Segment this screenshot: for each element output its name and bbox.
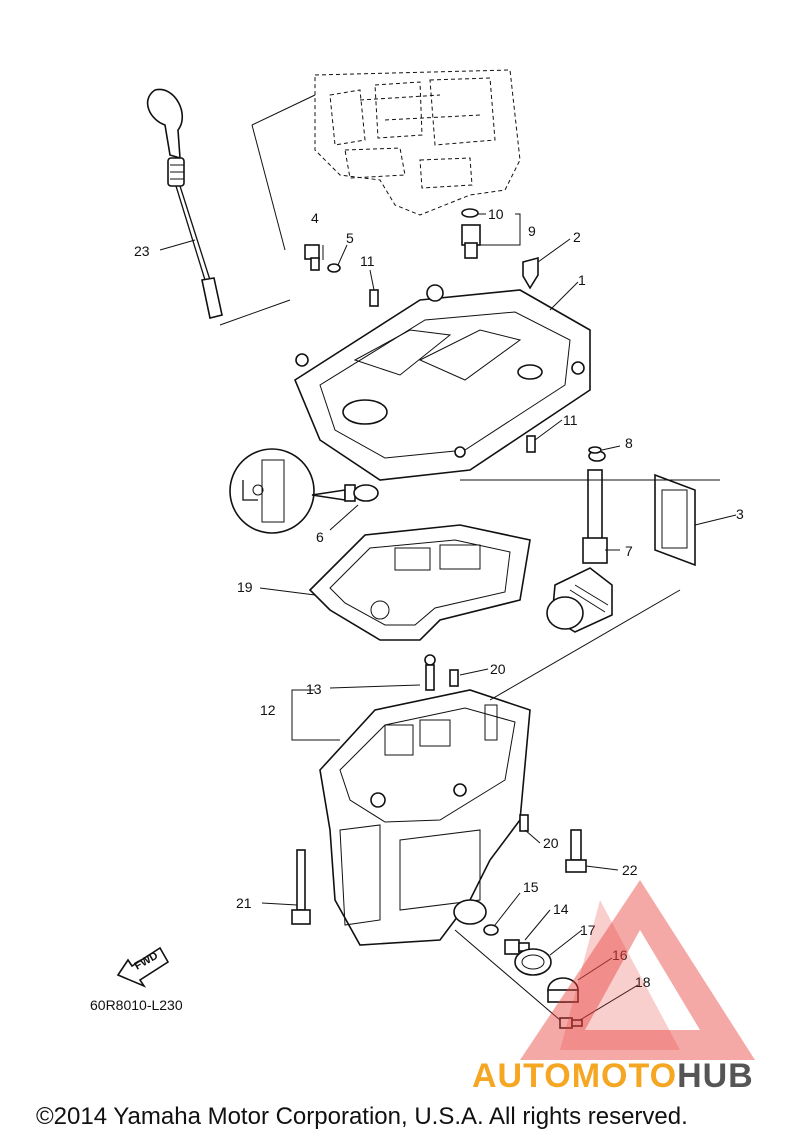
- callout-15: 15: [523, 879, 539, 895]
- callout-10: 10: [488, 206, 504, 222]
- callout-2: 2: [573, 229, 581, 245]
- copyright-text: ©2014 Yamaha Motor Corporation, U.S.A. A…: [36, 1103, 688, 1130]
- callout-5: 5: [346, 230, 354, 246]
- watermark-text-a: AUTOMOTOHUB: [472, 1057, 754, 1095]
- oil-pan-part: [319, 654, 531, 946]
- callout-18: 18: [635, 974, 651, 990]
- upper-case-part: [294, 284, 591, 481]
- fwd-arrow-icon: FWD: [116, 946, 170, 988]
- callout-7: 7: [625, 543, 633, 559]
- callout-21: 21: [236, 895, 252, 911]
- callout-4: 4: [311, 210, 319, 226]
- callout-11a: 11: [360, 253, 375, 269]
- watermark-triangle-icon: [520, 880, 755, 1060]
- callout-14: 14: [553, 901, 569, 917]
- callout-6: 6: [316, 529, 324, 545]
- plate-part: [654, 473, 696, 567]
- callout-16: 16: [612, 947, 628, 963]
- callout-9: 9: [528, 223, 536, 239]
- callout-13: 13: [306, 681, 322, 697]
- leader-lines: [159, 94, 737, 1021]
- reference-code: 60R8010-L230: [90, 997, 183, 1013]
- callout-1: 1: [578, 272, 586, 288]
- callout-23: 23: [134, 243, 150, 259]
- callout-20b: 20: [543, 835, 559, 851]
- callout-labels: 1 2 3 4 5 6 7 8 9 10 11 11 12 13 14 15 1…: [134, 206, 744, 990]
- callout-3: 3: [736, 506, 744, 522]
- engine-block-outline: [314, 69, 521, 216]
- callout-12: 12: [260, 702, 276, 718]
- callout-11b: 11: [563, 412, 578, 428]
- watermark-logo: AUTOMOTOHUB: [472, 880, 755, 1095]
- callout-19: 19: [237, 579, 253, 595]
- small-parts: [291, 208, 602, 1029]
- callout-20a: 20: [490, 661, 506, 677]
- callout-8: 8: [625, 435, 633, 451]
- oil-strainer-part: [546, 450, 613, 633]
- callout-22: 22: [622, 862, 638, 878]
- gasket-part: [308, 524, 531, 641]
- oil-seal-detail: [229, 448, 379, 534]
- dipstick-part: [146, 88, 223, 319]
- callout-17: 17: [580, 922, 596, 938]
